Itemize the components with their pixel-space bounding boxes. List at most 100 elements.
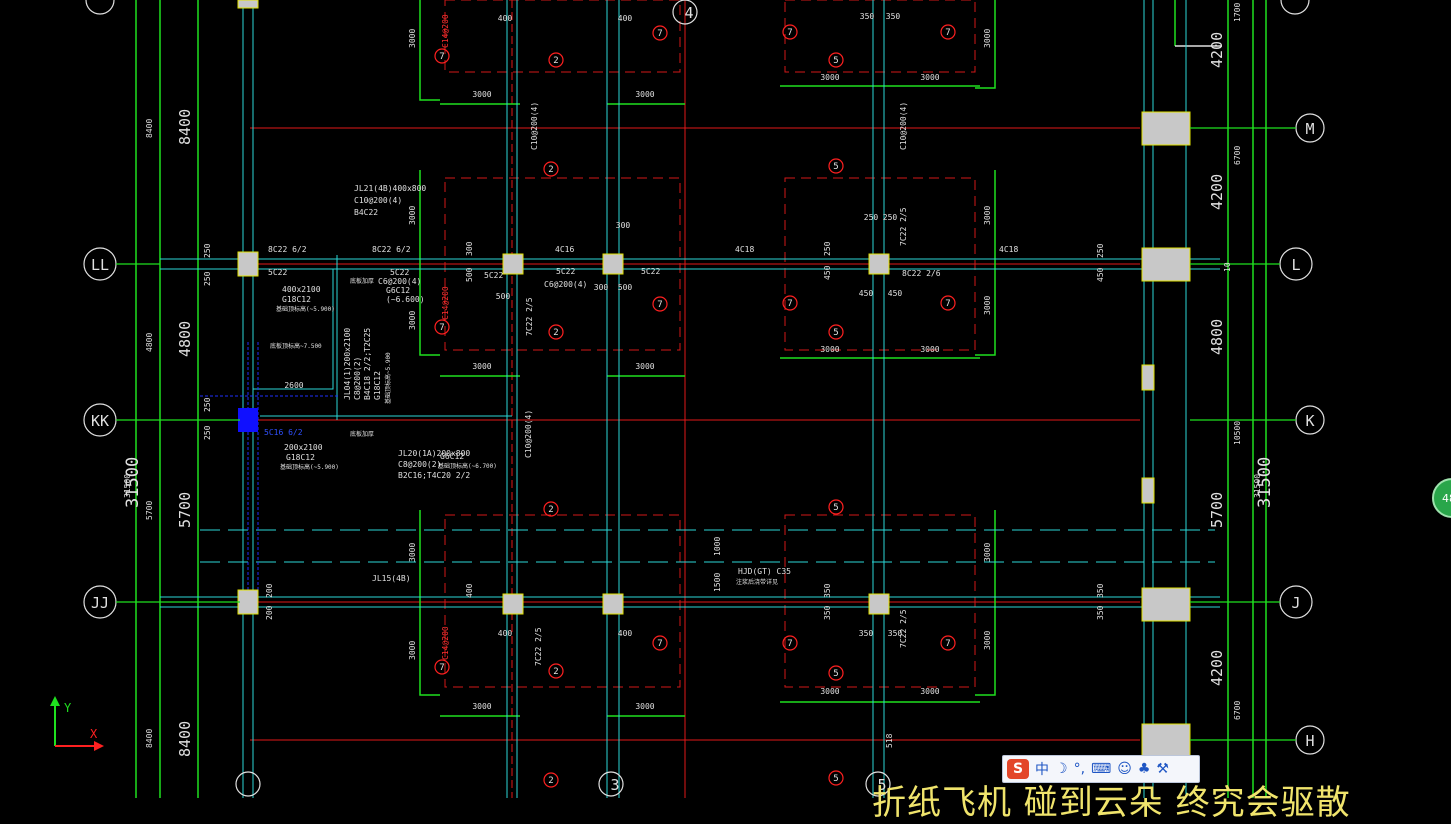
svg-text:3000: 3000 (408, 543, 417, 562)
svg-text:450: 450 (859, 289, 874, 298)
cad-drawing-canvas[interactable]: LL KK JJ M L K J H 4 3 5 8400 4800 5700 … (0, 0, 1451, 798)
axis-label-right-3: J (1291, 594, 1300, 612)
svg-text:7: 7 (439, 663, 444, 673)
ime-language-toggle[interactable]: 中 (1035, 762, 1049, 778)
svg-text:5C22: 5C22 (484, 271, 503, 280)
svg-text:底板加厚: 底板加厚 (350, 277, 374, 285)
svg-text:450: 450 (823, 265, 832, 280)
svg-text:5C22: 5C22 (641, 267, 660, 276)
svg-text:350: 350 (823, 605, 832, 620)
svg-text:250: 250 (883, 213, 898, 222)
selected-column[interactable] (200, 342, 340, 598)
svg-text:7: 7 (787, 299, 792, 309)
axis-bubbles (83, 0, 1325, 797)
svg-text:450: 450 (888, 289, 903, 298)
svg-text:3000: 3000 (983, 206, 992, 225)
svg-text:4200: 4200 (1208, 650, 1226, 686)
svg-text:B4C22: B4C22 (354, 208, 378, 217)
rotated-dimension-labels: 3000 3000 3000 3000 3000 3000 3000 3000 … (203, 29, 1232, 660)
svg-text:7: 7 (945, 299, 950, 309)
svg-text:350: 350 (859, 629, 874, 638)
svg-text:6700: 6700 (1233, 146, 1242, 165)
moon-icon[interactable]: ☽ (1055, 761, 1068, 777)
svg-text:8C22 6/2: 8C22 6/2 (372, 245, 411, 254)
svg-text:5C16 6/2: 5C16 6/2 (264, 428, 303, 437)
svg-text:7: 7 (439, 323, 444, 333)
svg-text:300: 300 (616, 221, 631, 230)
svg-text:350: 350 (1096, 583, 1105, 598)
rotated-annotations: C10@200(4) C10@200(4) C10@200(4) 7C22 2/… (343, 102, 908, 748)
svg-text:注浆后浇带详见: 注浆后浇带详见 (736, 578, 778, 586)
svg-text:518: 518 (885, 733, 894, 748)
mark-circles (434, 24, 956, 788)
svg-text:3000: 3000 (635, 90, 654, 99)
svg-text:2: 2 (553, 56, 558, 66)
svg-text:10500: 10500 (1233, 421, 1242, 445)
svg-text:200: 200 (265, 583, 274, 598)
svg-text:350: 350 (888, 629, 903, 638)
sogou-logo-icon[interactable]: S (1007, 759, 1029, 779)
svg-text:3000: 3000 (408, 641, 417, 660)
svg-text:G18C12: G18C12 (282, 295, 311, 304)
svg-text:C10@200(4): C10@200(4) (530, 102, 539, 150)
svg-text:G18C12: G18C12 (373, 371, 382, 400)
svg-text:2: 2 (548, 165, 553, 175)
svg-text:31500: 31500 (123, 457, 143, 508)
green-frame-lines (135, 0, 1267, 798)
svg-text:5700: 5700 (1208, 492, 1226, 528)
svg-text:5: 5 (833, 162, 838, 172)
axis-label-right-0: M (1305, 120, 1314, 138)
axis-label-left-2: JJ (91, 594, 109, 612)
user-icon[interactable]: ☺ (1117, 761, 1132, 777)
svg-text:7C22 2/5: 7C22 2/5 (899, 207, 908, 246)
keyboard-icon[interactable]: ⌨ (1091, 761, 1112, 777)
svg-text:350: 350 (1096, 605, 1105, 620)
svg-text:5700: 5700 (176, 492, 194, 528)
svg-text:31500: 31500 (1255, 457, 1275, 508)
ucs-y-label: Y (64, 701, 72, 715)
svg-text:2: 2 (553, 328, 558, 338)
svg-text:C6@200(4): C6@200(4) (378, 277, 421, 286)
svg-text:3000: 3000 (983, 29, 992, 48)
wrench-icon[interactable]: ⚒ (1156, 761, 1169, 777)
svg-text:G6C12: G6C12 (440, 452, 464, 461)
svg-text:基础顶标高(~5.900): 基础顶标高(~5.900) (280, 463, 339, 471)
svg-text:3000: 3000 (635, 702, 654, 711)
axis-label-bottom-1: 5 (877, 776, 886, 794)
svg-text:500: 500 (496, 292, 511, 301)
svg-text:300: 300 (465, 241, 474, 256)
axis-labels: LL KK JJ M L K J H 4 3 5 (91, 4, 1315, 794)
svg-text:3000: 3000 (920, 687, 939, 696)
svg-text:250: 250 (203, 425, 212, 440)
svg-text:B4C18 2/2;T2C25: B4C18 2/2;T2C25 (363, 328, 372, 400)
ime-toolbar[interactable]: S 中 ☽ °, ⌨ ☺ ♣ ⚒ (1002, 755, 1200, 783)
badge-text: 48 (1442, 491, 1451, 505)
svg-text:8400: 8400 (145, 119, 154, 138)
svg-text:250: 250 (203, 397, 212, 412)
svg-text:6700: 6700 (1233, 701, 1242, 720)
svg-text:3000: 3000 (472, 362, 491, 371)
svg-text:400: 400 (498, 629, 513, 638)
axis-label-left-0: LL (91, 256, 109, 274)
svg-text:基础顶标高(~6.700): 基础顶标高(~6.700) (438, 462, 497, 470)
svg-text:C8@200(2): C8@200(2) (398, 460, 441, 469)
svg-text:4C18: 4C18 (999, 245, 1018, 254)
ucs-x-label: X (90, 727, 98, 741)
svg-text:8400: 8400 (176, 109, 194, 145)
svg-text:JL15(4B): JL15(4B) (372, 574, 411, 583)
axis-label-left-1: KK (91, 412, 109, 430)
red-axis-lines (250, 0, 1140, 798)
shirt-icon[interactable]: ♣ (1137, 761, 1151, 777)
punctuation-icon[interactable]: °, (1073, 761, 1086, 777)
svg-text:8C22 6/2: 8C22 6/2 (268, 245, 307, 254)
svg-text:2: 2 (548, 776, 553, 786)
svg-text:C14@200: C14@200 (441, 626, 450, 660)
svg-text:4800: 4800 (145, 333, 154, 352)
svg-text:2: 2 (553, 667, 558, 677)
svg-text:7: 7 (657, 639, 662, 649)
svg-text:1500: 1500 (713, 573, 722, 592)
svg-text:350: 350 (860, 12, 875, 21)
svg-text:7C22 2/5: 7C22 2/5 (534, 627, 543, 666)
left-dimensions: 8400 4800 5700 8400 31500 8400 4800 5700… (123, 109, 194, 757)
svg-text:3000: 3000 (820, 345, 839, 354)
